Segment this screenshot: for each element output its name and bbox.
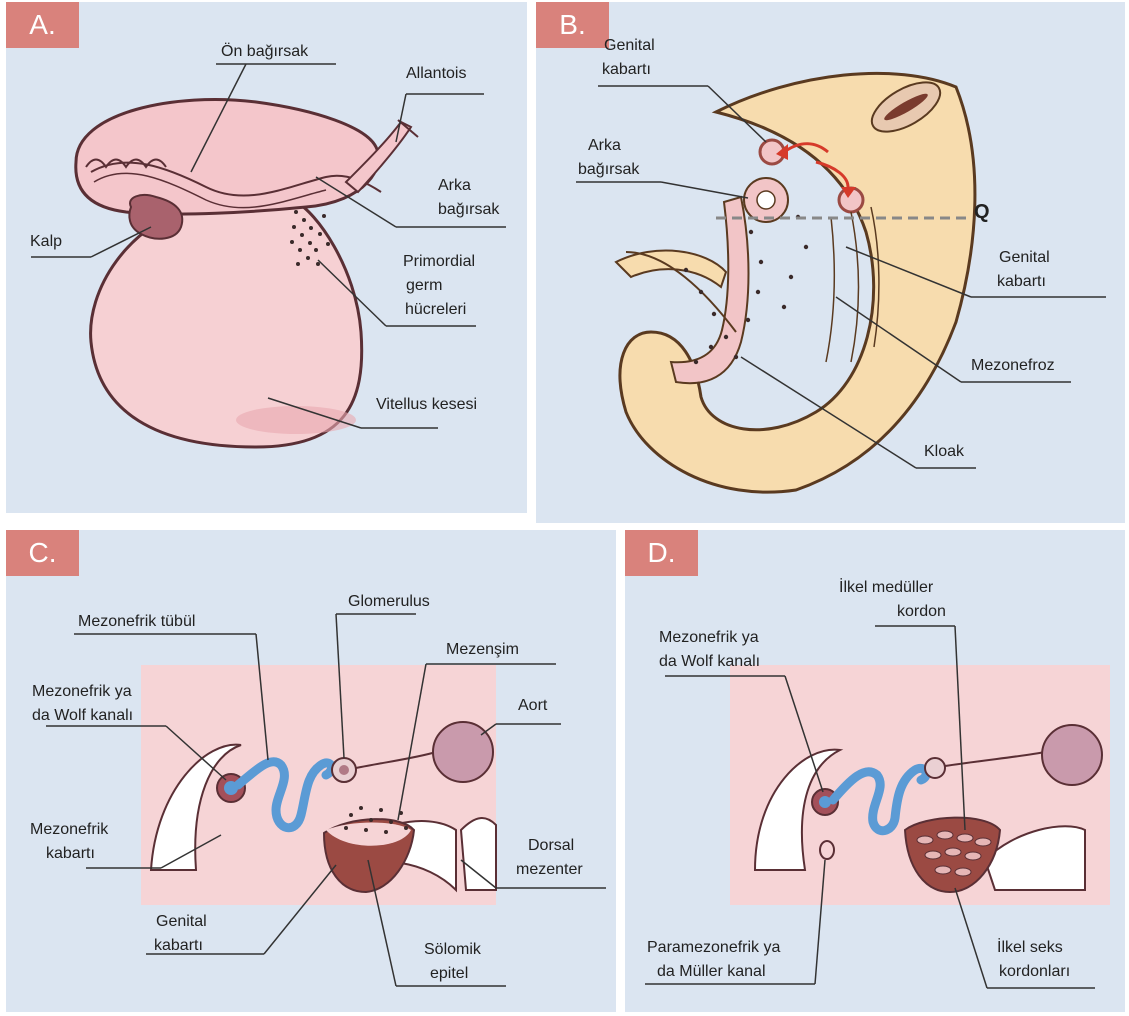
label-genital-2: kabartı (154, 936, 203, 956)
label-primordial-1: Primordial (403, 252, 475, 272)
label-aort: Aort (518, 696, 547, 716)
label-arka-1: Arka (588, 136, 621, 156)
label-mez-kabarti-2: kabartı (46, 844, 95, 864)
label-arka-2: bağırsak (438, 200, 499, 220)
panel-c-illustration (6, 530, 616, 1012)
aorta-shape (1042, 725, 1102, 785)
label-kalp: Kalp (30, 232, 62, 252)
label-solomik-1: Sölomik (424, 940, 481, 960)
label-dorsal-1: Dorsal (528, 836, 574, 856)
panel-a: A. Ön bağı (6, 2, 527, 513)
muller-duct-shape (820, 841, 834, 859)
aorta-shape (433, 722, 493, 782)
label-genital-top-2: kabartı (602, 60, 651, 80)
label-q: Q (974, 202, 990, 222)
label-genital-right-1: Genital (999, 248, 1050, 268)
label-mez-kabarti-1: Mezonefrik (30, 820, 108, 840)
label-allantois: Allantois (406, 64, 466, 84)
embryo-tail-shape (620, 73, 975, 492)
embryo-body (76, 100, 379, 215)
panel-b: B. (536, 2, 1125, 523)
label-mezensim: Mezenşim (446, 640, 519, 660)
label-medul-2: kordon (897, 602, 946, 622)
label-medul-1: İlkel medüller (839, 578, 933, 598)
label-arka-2: bağırsak (578, 160, 639, 180)
label-primordial-2: germ (406, 276, 442, 296)
label-wolf-1: Mezonefrik ya (659, 628, 759, 648)
panel-d: D. İlkel medüller kordon Mezonefri (625, 530, 1125, 1012)
label-on-bagirsak: Ön bağırsak (221, 42, 308, 62)
label-muller-2: da Müller kanal (657, 962, 766, 982)
label-dorsal-2: mezenter (516, 860, 583, 880)
label-wolf-1: Mezonefrik ya (32, 682, 132, 702)
label-kloak: Kloak (924, 442, 964, 462)
label-vitellus: Vitellus kesesi (376, 395, 477, 415)
label-primordial-3: hücreleri (405, 300, 466, 320)
label-seks-2: kordonları (999, 962, 1070, 982)
label-genital-right-2: kabartı (997, 272, 1046, 292)
panel-c: C. (6, 530, 616, 1012)
label-muller-1: Paramezonefrik ya (647, 938, 780, 958)
label-glomerulus: Glomerulus (348, 592, 430, 612)
label-seks-1: İlkel seks (997, 938, 1063, 958)
label-mezonefroz: Mezonefroz (971, 356, 1055, 376)
label-wolf-2: da Wolf kanalı (659, 652, 760, 672)
label-solomik-2: epitel (430, 964, 468, 984)
label-wolf-2: da Wolf kanalı (32, 706, 133, 726)
label-genital-top-1: Genital (604, 36, 655, 56)
label-arka-1: Arka (438, 176, 471, 196)
label-mezonefrik-tubul: Mezonefrik tübül (78, 612, 195, 632)
label-genital-1: Genital (156, 912, 207, 932)
